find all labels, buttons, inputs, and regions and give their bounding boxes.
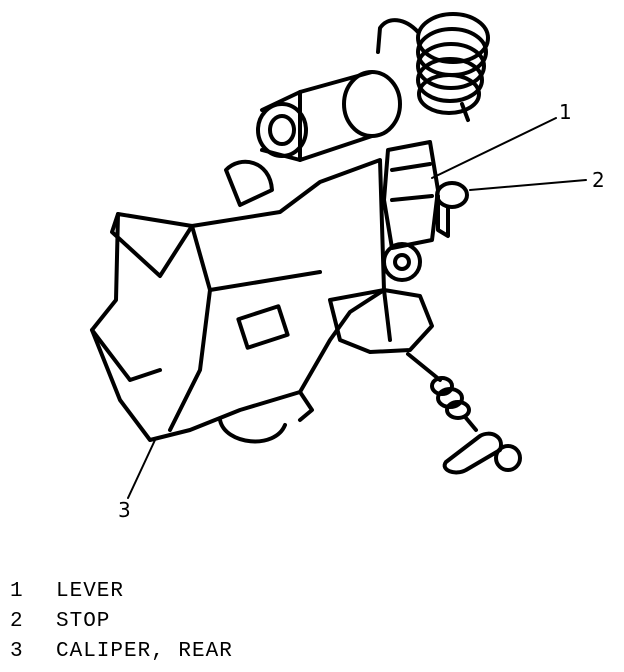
legend-item-lever: 1 LEVER	[10, 576, 410, 606]
legend-label: STOP	[56, 609, 111, 633]
parts-legend: 1 LEVER 2 STOP 3 CALIPER, REAR	[10, 576, 410, 666]
legend-item-caliper-rear: 3 CALIPER, REAR	[10, 636, 410, 666]
caliper-diagram	[90, 12, 587, 499]
piston-housing	[256, 70, 402, 162]
callout-1: 1	[559, 100, 572, 124]
leader-line-2	[469, 179, 587, 191]
legend-item-stop: 2 STOP	[10, 606, 410, 636]
callout-3: 3	[118, 498, 131, 522]
legend-label: CALIPER, REAR	[56, 639, 233, 663]
leader-line-1	[431, 117, 557, 179]
return-spring	[376, 12, 490, 122]
legend-number: 2	[10, 609, 24, 633]
leader-lines	[127, 117, 587, 499]
legend-number: 3	[10, 639, 24, 663]
caliper-bracket	[328, 288, 434, 354]
caliper-body	[90, 158, 386, 444]
leader-line-3	[127, 439, 156, 499]
lever	[382, 140, 440, 282]
stop	[435, 181, 469, 238]
legend-number: 1	[10, 579, 24, 603]
legend-label: LEVER	[56, 579, 125, 603]
cable-adjuster	[406, 352, 522, 475]
callout-2: 2	[592, 168, 605, 192]
